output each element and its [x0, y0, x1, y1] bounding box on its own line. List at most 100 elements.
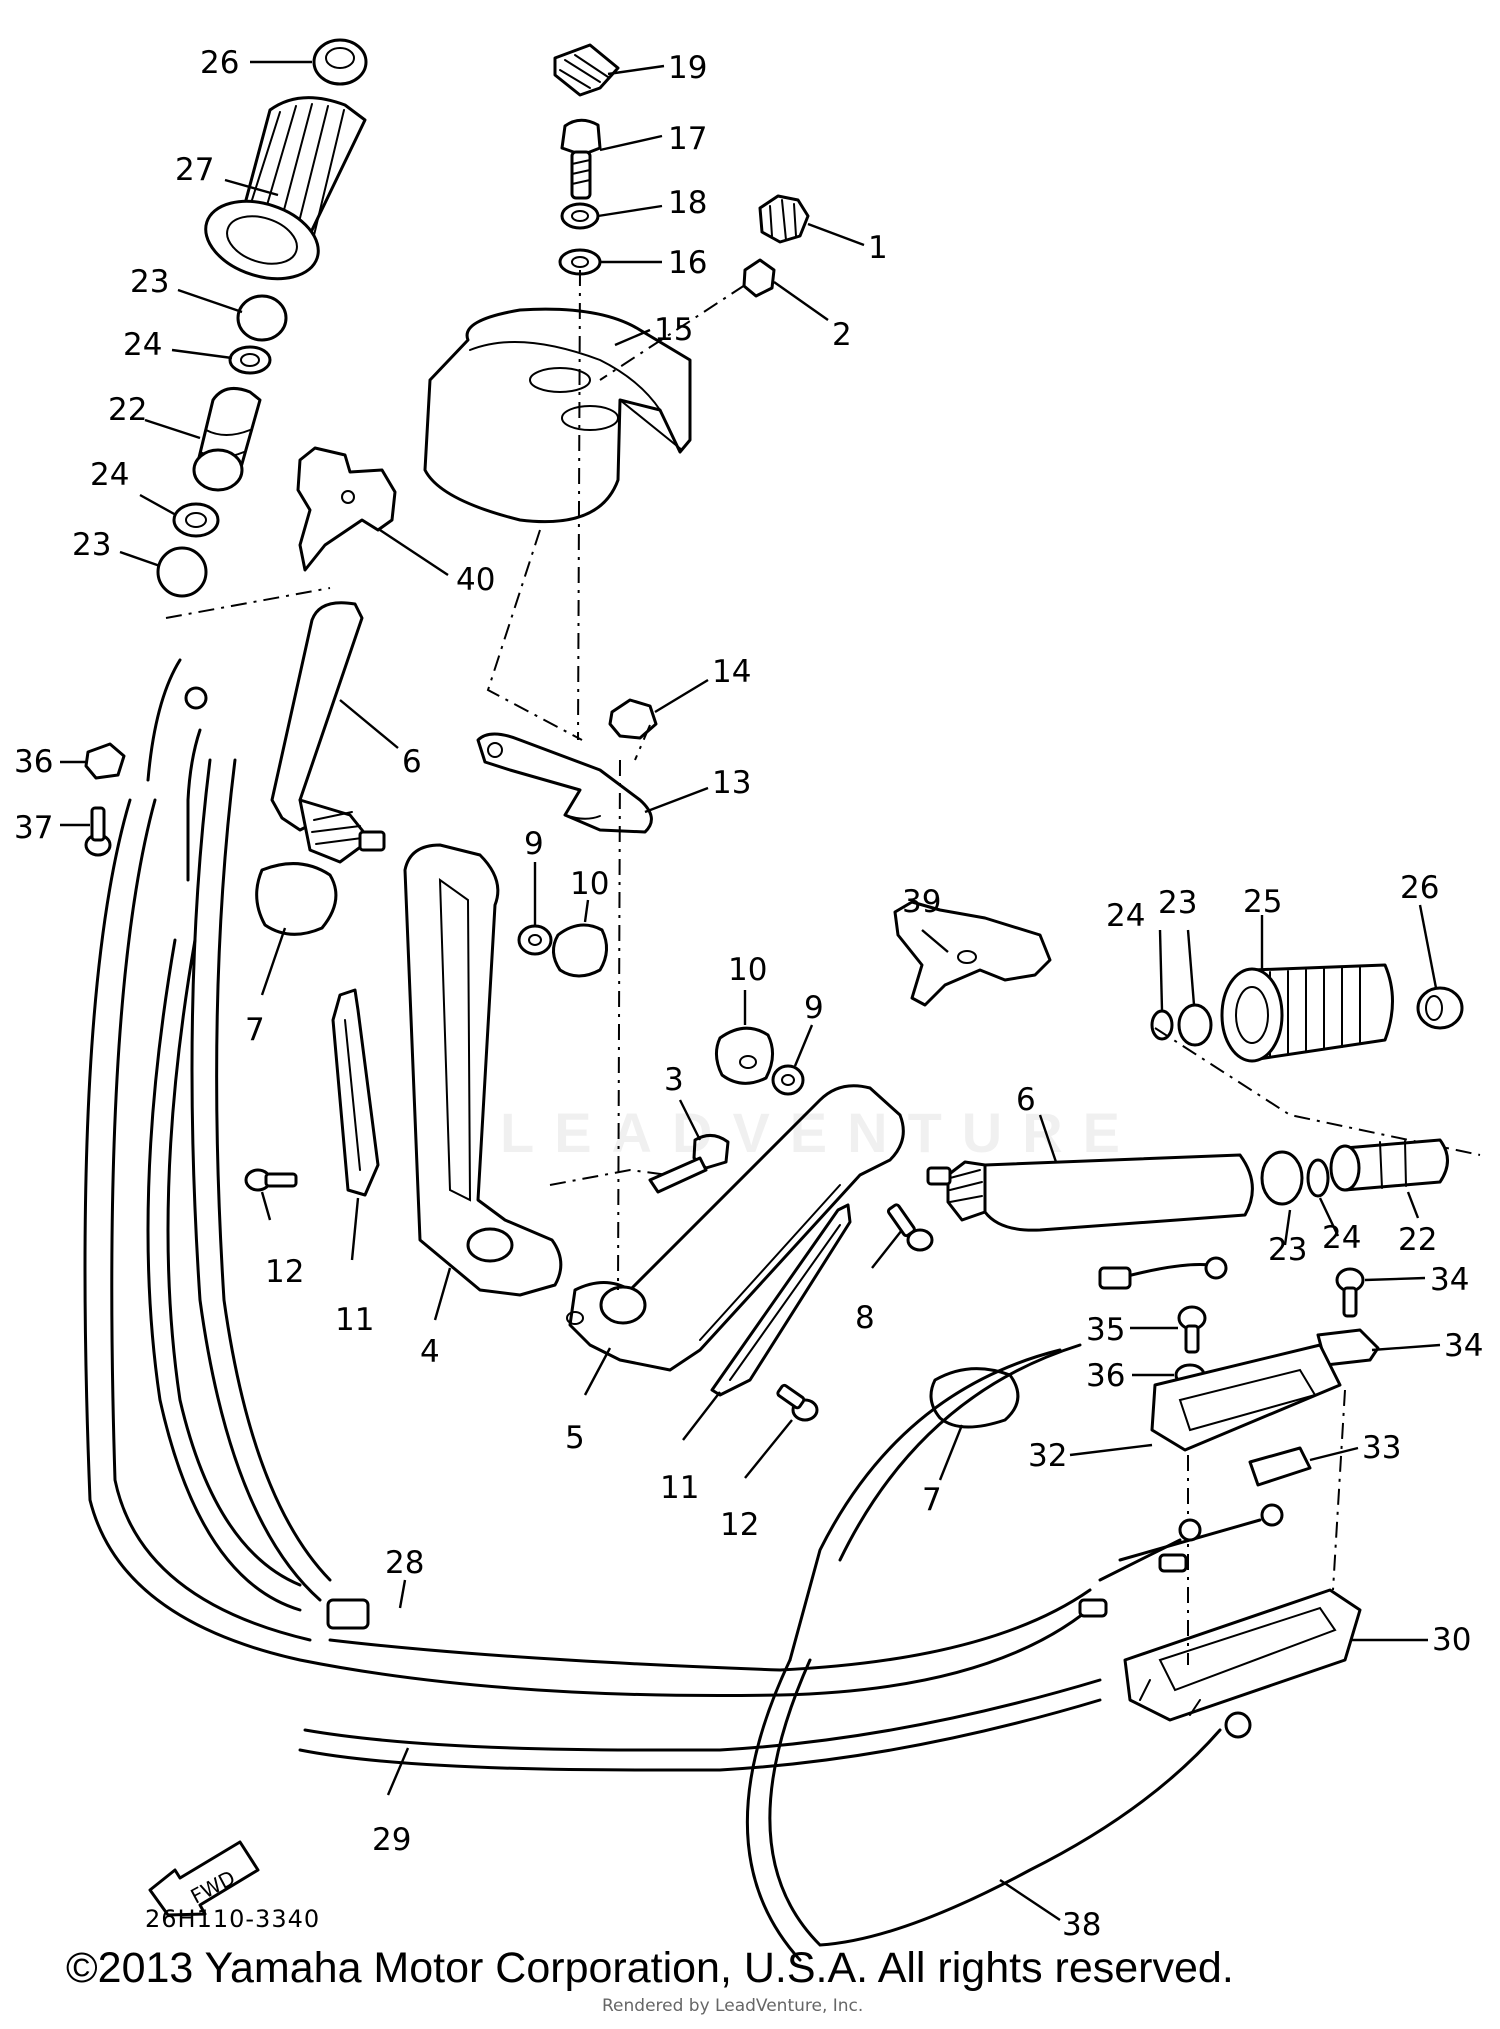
part-23-bushing-right-top [1177, 1003, 1213, 1047]
callout-5: 3 [664, 1062, 684, 1098]
part-39-holder-right [893, 900, 1052, 1007]
callout-34-center: 35 [1086, 1312, 1125, 1348]
callout-2: 2 [832, 317, 852, 353]
part-23-bushing-upper-left [236, 294, 288, 342]
fwd-arrow: FWD [148, 1840, 260, 1917]
callout-19: 17 [668, 121, 707, 157]
part-10-bushing-upper [552, 923, 608, 978]
callout-27: 27 [175, 152, 214, 188]
callout-25: 25 [1243, 884, 1282, 920]
callout-38: 38 [1062, 1907, 1101, 1943]
part-24-washer-right-top [1150, 1009, 1174, 1041]
callout-29: 29 [372, 1822, 411, 1858]
callout-18: 16 [668, 245, 707, 281]
part-7-grip-cover-left [255, 862, 338, 936]
cable-ends-switch [1078, 1503, 1284, 1618]
callout-6-right: 6 [1016, 1082, 1036, 1118]
callout-36: 36 [14, 744, 53, 780]
part-34-screw-right [1335, 1267, 1365, 1318]
copyright: ©2013 Yamaha Motor Corporation, U.S.A. A… [66, 1944, 1234, 1992]
part-3-bracket-right [566, 1084, 905, 1372]
callout-23-upper-left: 23 [130, 264, 169, 300]
callout-23-right-bottom: 23 [1268, 1232, 1307, 1268]
callout-24-right-bottom: 24 [1322, 1220, 1361, 1256]
callout-22-right: 22 [1398, 1222, 1437, 1258]
part-23-bushing-lower-left [156, 546, 208, 598]
callout-17: 15 [654, 312, 693, 348]
callout-39: 39 [902, 884, 941, 920]
part-40-holder-left [296, 446, 397, 572]
callout-24-upper-left: 24 [123, 327, 162, 363]
part-12-screw [776, 1383, 819, 1422]
callout-4: 4 [420, 1334, 440, 1370]
callout-34-right: 34 [1430, 1262, 1469, 1298]
callout-21: 19 [668, 50, 707, 86]
part-34-screw-center [1177, 1305, 1207, 1354]
callout-12: 12 [720, 1507, 759, 1543]
part-31-switch-body [1150, 1343, 1342, 1452]
callout-22-left: 22 [108, 392, 147, 428]
callout-33: 34 [1444, 1328, 1483, 1364]
part-1-knob [758, 194, 810, 244]
callout-26-right: 26 [1400, 870, 1439, 906]
callout-16: 14 [712, 654, 751, 690]
part-6-handle-pipe-left [270, 601, 386, 864]
part-24-washer-right-bottom [1306, 1158, 1330, 1198]
callout-23-lower-left: 23 [72, 527, 111, 563]
part-10-bushing-lower [715, 1026, 774, 1085]
callout-11: 11 [660, 1470, 699, 1506]
callout-24-lower-left: 24 [90, 457, 129, 493]
part-24-washer-upper-left [228, 345, 272, 375]
renderer-note: Rendered by LeadVenture, Inc. [602, 1996, 864, 2016]
part-11-plate [710, 1203, 852, 1397]
part-4-bracket [403, 843, 563, 1297]
callout-20: 18 [668, 185, 707, 221]
callout-40: 40 [456, 562, 495, 598]
watermark: LEADVENTURE [500, 1101, 1141, 1164]
part-23-bushing-right-bottom [1260, 1150, 1304, 1206]
part-22-collar-right [1329, 1138, 1449, 1192]
callout-3: 5 [565, 1420, 585, 1456]
cable-38-start [745, 1256, 1252, 1962]
diagram-code: 26H110-3340 [145, 1905, 321, 1933]
callout-26-top: 26 [200, 45, 239, 81]
callout-23-right-top: 23 [1158, 885, 1197, 921]
part-24-washer-lower-left [172, 502, 220, 538]
callout-31: 32 [1028, 1438, 1067, 1474]
callout-7-right: 7 [922, 1482, 942, 1518]
part-26-end-cap-right [1416, 986, 1464, 1030]
part-2-nut [742, 258, 776, 298]
part-9-collar-lower [771, 1064, 805, 1096]
callout-28: 28 [385, 1545, 424, 1581]
part-20-lock-washer [560, 202, 600, 230]
part-19-bolt [560, 118, 602, 200]
callout-13: 11 [335, 1302, 374, 1338]
callout-6-left: 6 [402, 744, 422, 780]
part-13-plate [331, 988, 380, 1197]
callout-37: 37 [14, 810, 53, 846]
cable-28-throttle [83, 658, 1102, 1698]
part-15-plate [476, 732, 653, 834]
callout-35: 36 [1086, 1358, 1125, 1394]
part-17-cover [423, 307, 692, 524]
part-27-grip [204, 96, 367, 281]
callout-9-lower: 9 [804, 990, 824, 1026]
callout-14: 12 [265, 1254, 304, 1290]
part-8-screw [886, 1203, 934, 1252]
part-6-handle-pipe-right [926, 1153, 1254, 1232]
callout-7-left: 7 [245, 1012, 265, 1048]
callout-10-upper: 10 [570, 866, 609, 902]
callout-8: 8 [855, 1300, 875, 1336]
cable-29-choke [190, 758, 1102, 1772]
callout-24-right-top: 24 [1106, 898, 1145, 934]
callouts: 26 27 23 24 22 24 23 40 19 17 18 16 [14, 45, 1483, 1943]
callout-15: 13 [712, 765, 751, 801]
part-30-switch-case [1123, 1588, 1362, 1722]
part-36-clamp [84, 742, 126, 780]
part-25-grip-right [1220, 963, 1394, 1063]
part-16-nut [608, 698, 658, 740]
part-37-screw [84, 806, 112, 857]
part-21-cap [553, 43, 620, 97]
part-5-bolt [648, 1134, 730, 1194]
